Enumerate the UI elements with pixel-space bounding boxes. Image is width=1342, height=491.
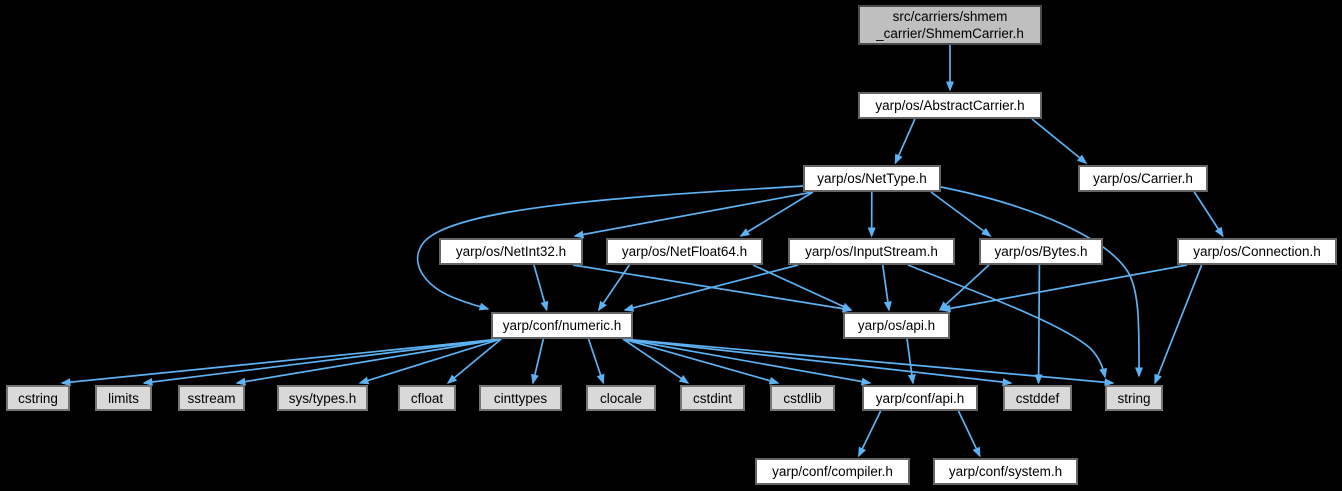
graph-node-cstdint[interactable]: cstdint (680, 385, 745, 411)
edge-carrier-connection (1193, 191, 1224, 238)
edge-netfloat64-numeric (597, 264, 631, 312)
edge-inputstream-string (907, 264, 1108, 379)
graph-node-inputstream[interactable]: yarp/os/InputStream.h (788, 238, 955, 265)
graph-node-bytes[interactable]: yarp/os/Bytes.h (979, 238, 1103, 265)
graph-node-limits[interactable]: limits (95, 385, 152, 411)
edge-bytes-osapi (938, 264, 990, 312)
edge-numeric-clocale (587, 338, 605, 385)
edge-confapi-compiler (857, 410, 882, 458)
edge-numeric-cstdint (622, 338, 690, 384)
graph-node-clocale[interactable]: clocale (586, 385, 656, 411)
edge-connection-string (1154, 264, 1203, 385)
graph-node-confapi[interactable]: yarp/conf/api.h (862, 385, 978, 411)
edge-numeric-cfloat (446, 338, 502, 384)
graph-node-cstdlib[interactable]: cstdlib (770, 385, 835, 411)
edge-numeric-string (622, 338, 1115, 387)
graph-node-abstract[interactable]: yarp/os/AbstractCarrier.h (858, 92, 1042, 119)
edge-abstract-nettype (894, 118, 916, 165)
edge-netint32-numeric (533, 264, 549, 312)
edge-connection-osapi (940, 264, 1188, 313)
edge-numeric-cstring (60, 338, 502, 387)
edge-netfloat64-osapi (752, 264, 853, 311)
graph-node-carrier[interactable]: yarp/os/Carrier.h (1078, 165, 1208, 192)
edge-numeric-cstdlib (622, 338, 780, 385)
graph-node-netfloat64[interactable]: yarp/os/NetFloat64.h (606, 238, 763, 265)
edge-bytes-cstddef (1034, 264, 1043, 385)
graph-node-shmem[interactable]: src/carriers/shmem _carrier/ShmemCarrier… (858, 5, 1042, 45)
graph-node-cfloat[interactable]: cfloat (398, 385, 456, 411)
edge-numeric-limits (142, 338, 502, 386)
edge-numeric-cstddef (622, 338, 1013, 387)
edge-numeric-confapi (622, 338, 872, 386)
edge-abstract-carrier (1031, 118, 1088, 164)
graph-node-nettype[interactable]: yarp/os/NetType.h (803, 165, 941, 192)
edge-nettype-string (940, 186, 1144, 378)
graph-node-netint32[interactable]: yarp/os/NetInt32.h (439, 238, 583, 265)
edge-nettype-numeric (416, 185, 804, 311)
graph-node-string[interactable]: string (1105, 385, 1163, 411)
edge-inputstream-numeric (623, 264, 799, 312)
graph-node-cstring[interactable]: cstring (6, 385, 70, 411)
graph-node-systypes[interactable]: sys/types.h (277, 385, 368, 411)
edge-confapi-system (957, 410, 981, 458)
edge-nettype-bytes (930, 191, 992, 237)
edge-nettype-netint32 (573, 191, 814, 239)
graph-node-compiler[interactable]: yarp/conf/compiler.h (755, 458, 910, 485)
graph-node-numeric[interactable]: yarp/conf/numeric.h (491, 312, 633, 339)
graph-node-cstddef[interactable]: cstddef (1003, 385, 1072, 411)
edge-nettype-netfloat64 (739, 191, 814, 237)
edge-osapi-confapi (906, 338, 916, 385)
graph-node-sstream[interactable]: sstream (178, 385, 245, 411)
edge-numeric-sstream (235, 338, 502, 386)
graph-node-connection[interactable]: yarp/os/Connection.h (1177, 238, 1337, 265)
edge-numeric-systypes (358, 338, 502, 385)
graph-node-system[interactable]: yarp/conf/system.h (933, 458, 1078, 485)
edge-inputstream-osapi (881, 264, 892, 312)
edge-numeric-cinttypes (531, 338, 545, 385)
graph-node-osapi[interactable]: yarp/os/api.h (843, 312, 950, 339)
graph-node-cinttypes[interactable]: cinttypes (479, 385, 562, 411)
